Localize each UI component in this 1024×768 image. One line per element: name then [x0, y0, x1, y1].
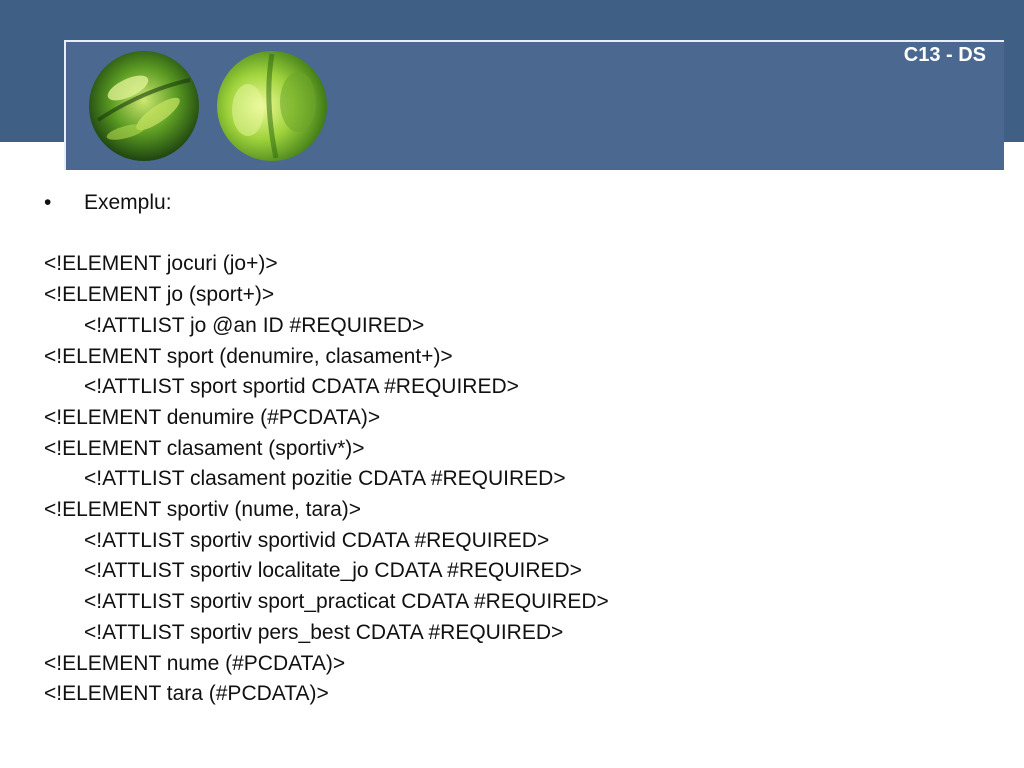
slide-code: C13 - DS: [903, 44, 986, 66]
bullet-icon: •: [44, 191, 52, 214]
dtd-line: <!ATTLIST clasament pozitie CDATA #REQUI…: [84, 467, 566, 491]
dtd-line: <!ELEMENT nume (#PCDATA)>: [44, 651, 346, 675]
dtd-line: <!ELEMENT jocuri (jo+)>: [44, 252, 278, 276]
dtd-code-block: <!ELEMENT jocuri (jo+)> <!ELEMENT jo (spo…: [44, 249, 984, 710]
spacer: [44, 219, 984, 250]
bullet-item: • Exemplu:: [44, 188, 984, 219]
leaf-image: [89, 51, 199, 161]
dtd-line: <!ATTLIST sportiv sportivid CDATA #REQUI…: [84, 528, 550, 552]
dtd-line: <!ELEMENT tara (#PCDATA)>: [44, 682, 329, 706]
leaf-image: [217, 51, 327, 161]
dtd-line: <!ATTLIST sportiv pers_best CDATA #REQUI…: [84, 620, 564, 644]
slide-content: • Exemplu: <!ELEMENT jocuri (jo+)><!ELEM…: [44, 188, 984, 710]
dtd-line: <!ATTLIST jo @an ID #REQUIRED>: [84, 313, 425, 337]
dtd-line: <!ELEMENT jo (sport+)>: [44, 283, 275, 307]
dtd-line: <!ELEMENT clasament (sportiv*)>: [44, 436, 365, 460]
dtd-line: <!ELEMENT sport (denumire, clasament+)>: [44, 344, 453, 368]
dtd-line: <!ATTLIST sport sportid CDATA #REQUIRED>: [84, 375, 519, 399]
dtd-line: <!ELEMENT denumire (#PCDATA)>: [44, 405, 381, 429]
dtd-line: <!ATTLIST sportiv sport_practicat CDATA …: [84, 590, 609, 614]
dtd-line: <!ATTLIST sportiv localitate_jo CDATA #R…: [84, 559, 582, 583]
header-panel: [64, 40, 1004, 170]
dtd-line: <!ELEMENT sportiv (nume, tara)>: [44, 498, 362, 522]
bullet-text: Exemplu:: [84, 191, 172, 214]
